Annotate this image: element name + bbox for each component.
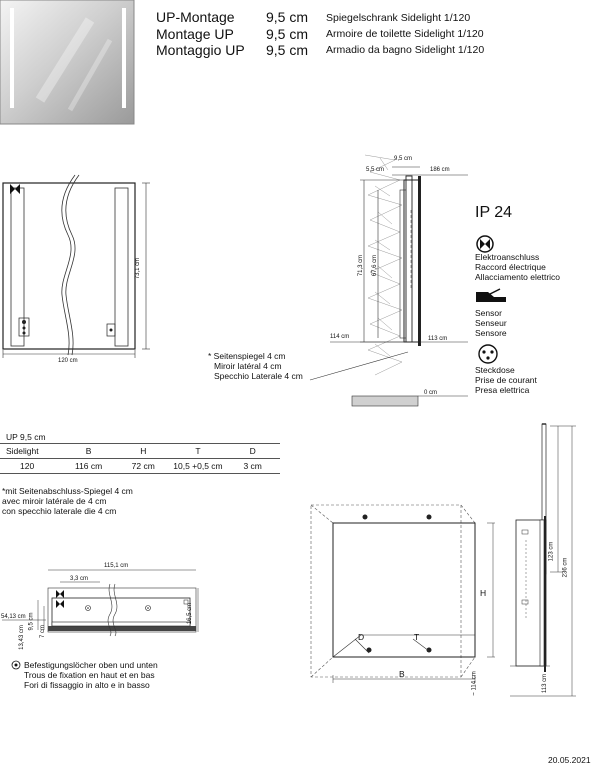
dim-top-33: 3,3 cm — [70, 576, 89, 582]
table-header: T — [170, 443, 226, 459]
dim-top-165: 16,5 cm — [187, 602, 194, 625]
table-header: H — [115, 443, 171, 459]
sensor-icon — [476, 288, 506, 302]
niche-d-label: D — [358, 632, 365, 642]
dim-side-95: 9,5 cm — [394, 156, 413, 162]
niche-b-label: B — [399, 669, 405, 679]
dim-install-236: 236 cm — [562, 557, 569, 578]
dim-side-114: 114 cm — [330, 334, 350, 340]
dim-side-113: 113 cm — [428, 336, 448, 342]
table-caption: UP 9,5 cm — [6, 432, 46, 442]
niche-h-label: H — [480, 588, 487, 598]
dim-front-width: 120 cm — [58, 358, 78, 364]
dim-front-height: 73,1 cm — [135, 257, 142, 280]
mount-depth: 9,5 cm — [266, 9, 309, 25]
mount-depth: 9,5 cm — [266, 42, 309, 58]
dim-side-676: 67,6 cm — [372, 254, 379, 277]
product-thumbnail — [0, 0, 135, 125]
dim-side-186: 186 cm — [430, 167, 450, 173]
dim-side-55: 5,5 cm — [366, 167, 385, 173]
dim-side-0: 0 cm — [424, 390, 438, 396]
dim-install-114: ~ 114 cm — [471, 671, 478, 696]
table-header-row: Sidelight B H T D — [0, 443, 280, 459]
product-name: Armadio da bagno Sidelight 1/120 — [326, 44, 485, 56]
table-cell: 72 cm — [115, 458, 171, 474]
table-header: Sidelight — [0, 443, 62, 459]
niche-t-label: T — [414, 632, 420, 642]
niche-drawing — [310, 504, 495, 683]
dim-top-1151: 115,1 cm — [104, 563, 129, 569]
mount-type: UP-Montage — [156, 9, 235, 25]
dim-top-95: 9,5 cm — [28, 612, 35, 631]
mount-depth: 9,5 cm — [266, 26, 309, 42]
power-connection-icon — [476, 235, 494, 253]
dim-install-123: 123 cm — [548, 541, 555, 562]
ip-rating: IP 24 — [475, 204, 513, 221]
dim-side-713: 71,3 cm — [358, 254, 365, 277]
table-cell: 3 cm — [225, 458, 280, 474]
product-name: Armoire de toilette Sidelight 1/120 — [326, 28, 484, 40]
side-view-drawing — [309, 154, 468, 407]
dim-top-1343: 13,43 cm — [18, 625, 25, 650]
fixing-hole-icon — [11, 660, 21, 670]
product-name: Spiegelschrank Sidelight 1/120 — [326, 12, 471, 24]
table-cell: 116 cm — [61, 458, 116, 474]
table-header: B — [61, 443, 116, 459]
front-view-drawing — [2, 174, 150, 358]
mount-type: Montaggio UP — [156, 42, 245, 58]
table-cell: 120 — [0, 458, 62, 474]
dim-top-7: 7 cm — [40, 624, 47, 639]
table-header: D — [225, 443, 280, 459]
document-date: 20.05.2021 — [548, 755, 591, 765]
table-row: 120 116 cm 72 cm 10,5 +0,5 cm 3 cm — [0, 458, 280, 474]
top-view-drawing — [2, 569, 199, 637]
install-drawing — [510, 423, 576, 697]
spec-table: Sidelight B H T D 120 116 cm 72 cm 10,5 … — [0, 443, 280, 474]
table-cell: 10,5 +0,5 cm — [170, 458, 226, 474]
socket-icon — [478, 344, 498, 364]
mount-type: Montage UP — [156, 26, 234, 42]
dim-install-113: 113 cm — [542, 673, 549, 694]
dim-top-5413: 54,13 cm — [1, 614, 26, 620]
